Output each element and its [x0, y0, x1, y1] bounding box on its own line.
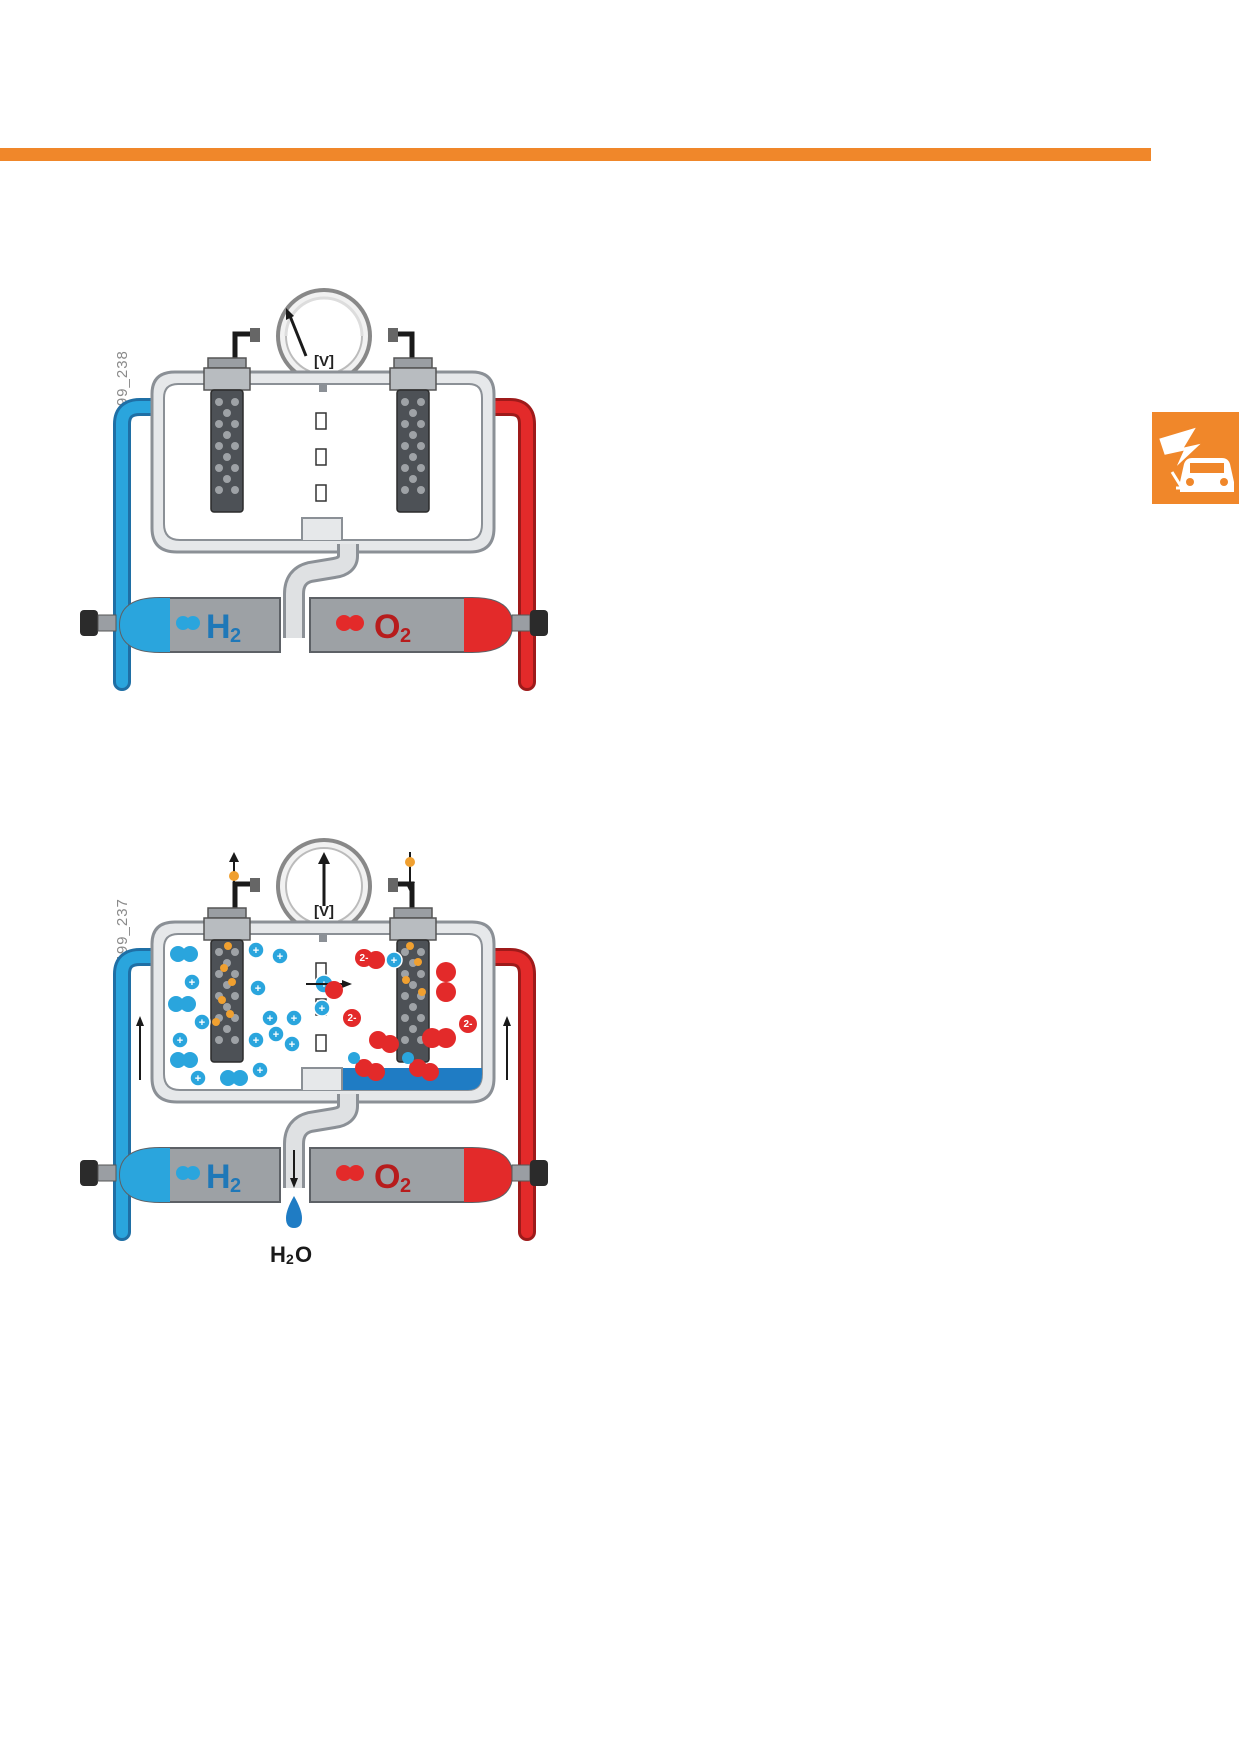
oxygen-tank: O 2: [309, 1147, 548, 1203]
hydrogen-particles: +++ +++ +++ +++ + +++: [168, 941, 403, 1087]
svg-text:+: +: [253, 1035, 259, 1047]
hydrogen-tank: H 2: [80, 1147, 281, 1203]
oxygen-label: O: [374, 608, 400, 646]
svg-text:+: +: [267, 1013, 273, 1025]
oxygen-particles: 2- 2- 2-: [325, 949, 477, 1081]
oxygen-pipe: [486, 951, 533, 1238]
svg-text:+: +: [319, 1003, 325, 1015]
electron-flow-arrows: [229, 852, 415, 892]
svg-text:+: +: [391, 955, 397, 967]
oxygen-subscript: 2: [400, 625, 411, 647]
svg-text:+: +: [277, 951, 283, 963]
svg-text:+: +: [199, 1017, 205, 1029]
hydrogen-label: H: [206, 1158, 231, 1196]
car-electric-icon: [1152, 412, 1239, 504]
fuel-cell-diagram-idle: [V]: [80, 282, 570, 742]
oxygen-subscript: 2: [400, 1175, 411, 1197]
svg-text:+: +: [253, 945, 259, 957]
oxygen-tank: O 2: [309, 597, 548, 653]
svg-text:O: O: [295, 1242, 312, 1267]
cathode-electrode: [389, 907, 437, 1063]
drain-pipe: [286, 544, 356, 638]
hydrogen-pipe: [116, 951, 161, 1238]
svg-text:+: +: [189, 977, 195, 989]
water-output-label: H 2 O: [270, 1242, 312, 1267]
hydrogen-subscript: 2: [230, 1175, 241, 1197]
svg-text:+: +: [291, 1013, 297, 1025]
svg-text:+: +: [195, 1073, 201, 1085]
svg-text:+: +: [257, 1065, 263, 1077]
svg-text:2: 2: [286, 1251, 294, 1267]
voltmeter-unit: [V]: [314, 353, 334, 370]
svg-text:2-: 2-: [464, 1019, 473, 1030]
svg-text:2-: 2-: [348, 1013, 357, 1024]
hydrogen-label: H: [206, 608, 231, 646]
svg-text:+: +: [273, 1029, 279, 1041]
hydrogen-subscript: 2: [230, 625, 241, 647]
fuel-cell-diagram-active: [V]: [80, 832, 570, 1292]
svg-text:H: H: [270, 1242, 286, 1267]
voltmeter-gauge: [250, 838, 398, 934]
voltmeter-unit: [V]: [314, 903, 334, 920]
svg-text:+: +: [255, 983, 261, 995]
anode-electrode: [203, 907, 251, 1063]
drain-pipe: [286, 1094, 356, 1188]
voltmeter-gauge: [250, 288, 398, 384]
anode-electrode: [203, 357, 251, 513]
water-droplet-icon: [286, 1196, 302, 1228]
cell-housing: [150, 370, 496, 554]
needle: [288, 315, 308, 357]
svg-text:+: +: [177, 1035, 183, 1047]
header-rule: [0, 148, 1151, 161]
svg-text:+: +: [289, 1039, 295, 1051]
cathode-electrode: [389, 357, 437, 513]
hydrogen-tank: H 2: [80, 597, 281, 653]
oxygen-label: O: [374, 1158, 400, 1196]
oxide-label: 2-: [360, 953, 369, 964]
